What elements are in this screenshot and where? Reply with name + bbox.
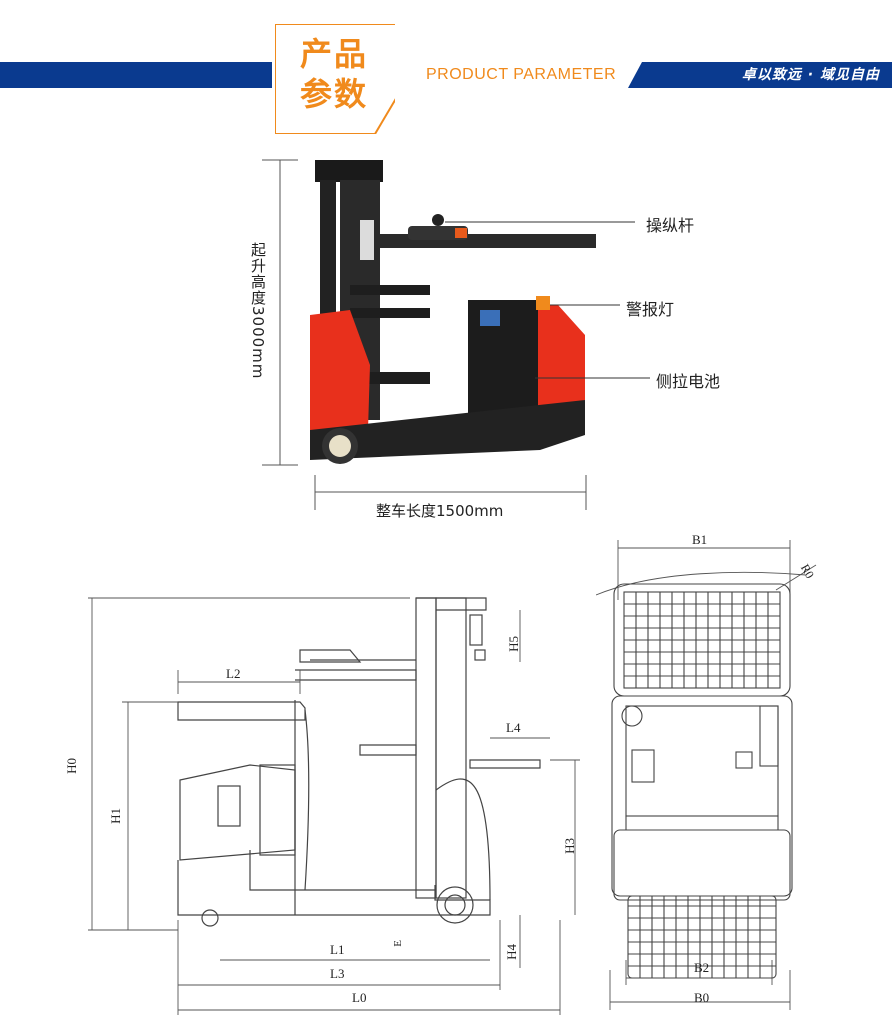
dim-l2: L2 bbox=[226, 666, 241, 681]
title-line-2: 参数 bbox=[300, 75, 369, 113]
title-line-1: 产品 bbox=[300, 35, 369, 73]
side-view-drawing bbox=[88, 597, 580, 1015]
dim-l1: L1 bbox=[330, 942, 345, 957]
top-view-drawing bbox=[596, 540, 817, 1010]
lift-height-label: 起升高度3000mm bbox=[249, 242, 267, 380]
callout-side-battery: 侧拉电池 bbox=[656, 372, 721, 391]
dim-b2: B2 bbox=[694, 960, 710, 975]
header-band-left bbox=[0, 62, 272, 88]
dim-l3: L3 bbox=[330, 966, 345, 981]
header-slogan: 卓以致远 · 域见自由 bbox=[741, 67, 880, 83]
page-title: 产品 参数 bbox=[300, 34, 390, 114]
dim-b0: B0 bbox=[694, 990, 710, 1005]
length-label: 整车长度1500mm bbox=[376, 502, 504, 520]
callout-warning-light: 警报灯 bbox=[626, 300, 675, 319]
dim-h3: H3 bbox=[562, 838, 577, 854]
dim-h4: H4 bbox=[504, 944, 519, 960]
title-frame bbox=[275, 24, 395, 134]
page-subtitle: PRODUCT PARAMETER bbox=[426, 66, 617, 83]
order-picker-illustration bbox=[262, 159, 650, 510]
dim-l0: L0 bbox=[352, 990, 367, 1005]
dim-l4: L4 bbox=[506, 720, 521, 735]
header-band-right bbox=[628, 62, 892, 88]
dim-h0: H0 bbox=[64, 758, 79, 774]
dim-e: E bbox=[392, 940, 404, 947]
dim-h5: H5 bbox=[506, 636, 521, 652]
callout-joystick: 操纵杆 bbox=[646, 216, 695, 235]
dim-b1: B1 bbox=[692, 532, 708, 547]
dim-h1: H1 bbox=[108, 808, 123, 824]
